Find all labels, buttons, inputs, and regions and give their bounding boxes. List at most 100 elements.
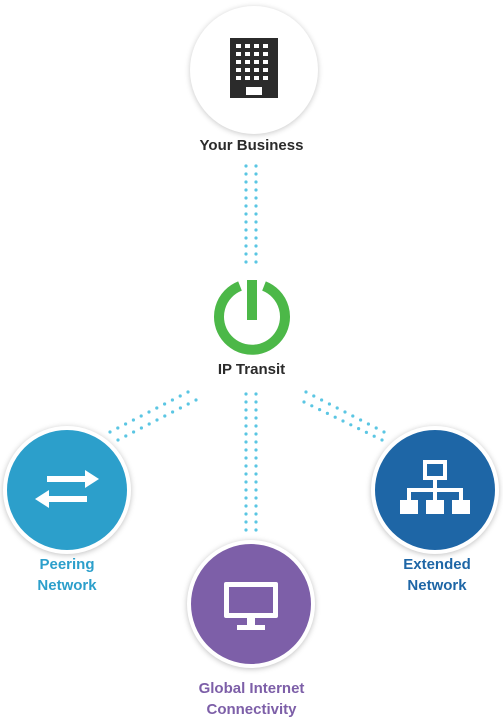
connector-dot xyxy=(244,180,248,184)
connector-dot xyxy=(254,464,258,468)
connector-dot xyxy=(244,400,248,404)
connector-dot xyxy=(254,252,258,256)
connector-dot xyxy=(244,456,248,460)
connector-dot xyxy=(139,414,143,418)
connector-dot xyxy=(341,419,345,423)
connector-dot xyxy=(364,430,368,434)
connector-dot xyxy=(325,411,329,415)
connector-dot xyxy=(254,448,258,452)
connector-dot xyxy=(254,180,258,184)
transit-node[interactable] xyxy=(212,278,292,358)
connector-dot xyxy=(244,392,248,396)
connector-dot xyxy=(244,528,248,532)
connector-dot xyxy=(244,260,248,264)
connector-dot xyxy=(254,228,258,232)
connector-dot xyxy=(244,236,248,240)
connector-dot xyxy=(254,220,258,224)
extended-label: Extended Network xyxy=(370,554,503,596)
connector-dot xyxy=(147,410,151,414)
connector-dot xyxy=(254,480,258,484)
network-hierarchy-icon xyxy=(400,460,470,514)
extended-label-line1: Extended xyxy=(403,556,471,573)
connector-dot xyxy=(132,430,136,434)
connector-dot xyxy=(244,416,248,420)
connector-dot xyxy=(244,472,248,476)
connector-dot xyxy=(302,400,306,404)
business-label: Your Business xyxy=(199,137,304,154)
connector-dot xyxy=(244,512,248,516)
connector-dot xyxy=(194,398,198,402)
connector-dot xyxy=(186,390,190,394)
connector-dot xyxy=(254,440,258,444)
connector-dot xyxy=(244,220,248,224)
connector-dot xyxy=(254,204,258,208)
connector-dot xyxy=(244,204,248,208)
connector-dot xyxy=(349,423,353,427)
connector-dot xyxy=(244,252,248,256)
connector-dot xyxy=(312,394,316,398)
swap-arrows-icon xyxy=(35,470,99,508)
connector-dot xyxy=(244,432,248,436)
connector-dot xyxy=(186,402,190,406)
connector-dot xyxy=(254,504,258,508)
connector-dot xyxy=(244,424,248,428)
peering-label: Peering Network xyxy=(0,554,134,596)
connector-dot xyxy=(318,408,322,412)
monitor-icon xyxy=(224,582,278,630)
connector-dot xyxy=(244,520,248,524)
connector-dot xyxy=(244,212,248,216)
connector-dot xyxy=(351,414,355,418)
connector-dot xyxy=(163,402,167,406)
connector-dot xyxy=(171,410,175,414)
global-label: Global Internet Connectivity xyxy=(150,678,353,720)
connector-dot xyxy=(254,496,258,500)
connector-dot xyxy=(333,415,337,419)
global-node[interactable] xyxy=(187,540,315,668)
connector-dot xyxy=(254,424,258,428)
connector-dot xyxy=(178,394,182,398)
connector-dot xyxy=(254,488,258,492)
extended-label-line2: Network xyxy=(407,577,467,594)
connector-dot xyxy=(254,172,258,176)
connector-dot xyxy=(254,520,258,524)
connector-dot xyxy=(254,260,258,264)
connector-dot xyxy=(254,196,258,200)
connector-dot xyxy=(244,488,248,492)
connector-dot xyxy=(254,236,258,240)
connector-dot xyxy=(359,418,363,422)
connector-dot xyxy=(335,406,339,410)
connector-dot xyxy=(244,196,248,200)
connector-dot xyxy=(244,228,248,232)
office-building-icon xyxy=(230,38,278,98)
connector-dot xyxy=(108,430,112,434)
connector-dot xyxy=(244,480,248,484)
connector-dot xyxy=(254,456,258,460)
connector-dot xyxy=(131,418,135,422)
global-label-line1: Global Internet xyxy=(198,680,305,697)
connector-dot xyxy=(254,528,258,532)
connector-dot xyxy=(244,408,248,412)
connector-dot xyxy=(163,414,167,418)
connector-dot xyxy=(244,448,248,452)
connector-dot xyxy=(254,164,258,168)
peering-node[interactable] xyxy=(3,426,131,554)
connector-dot xyxy=(254,432,258,436)
connector-dot xyxy=(147,422,151,426)
peering-label-line1: Peering xyxy=(39,556,95,573)
connector-dot xyxy=(382,430,386,434)
connector-dot xyxy=(254,512,258,516)
connector-dot xyxy=(116,438,120,442)
connector-dot xyxy=(116,426,120,430)
connector-dot xyxy=(357,427,361,431)
connector-dot xyxy=(254,416,258,420)
connector-dot xyxy=(254,244,258,248)
connector-dot xyxy=(244,164,248,168)
extended-node[interactable] xyxy=(371,426,499,554)
connector-dot xyxy=(310,404,314,408)
connector-dot xyxy=(380,438,384,442)
connector-dot xyxy=(170,398,174,402)
connector-dot xyxy=(254,188,258,192)
global-label-line2: Connectivity xyxy=(206,701,297,718)
connector-dot xyxy=(320,398,324,402)
